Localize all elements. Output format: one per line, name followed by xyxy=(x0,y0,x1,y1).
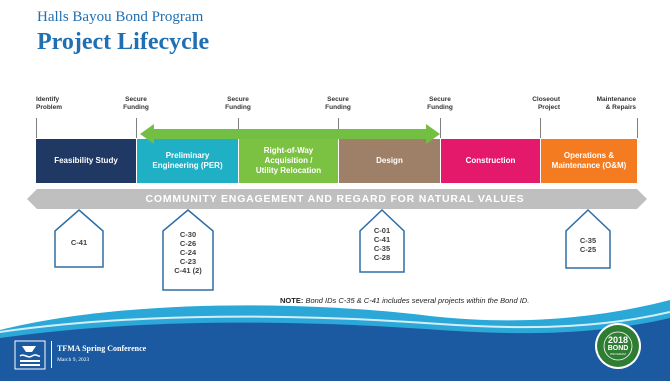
bond-id: C-30 xyxy=(179,230,197,239)
phase-design: Design xyxy=(339,139,440,183)
note-body: Bond IDs C-35 & C-41 includes several pr… xyxy=(305,296,530,305)
seal-year: 2018 xyxy=(607,335,629,345)
phase-construction: Construction xyxy=(441,139,540,183)
bond-id: C-24 xyxy=(179,248,197,257)
bond-id-callout-om: C-35 C-25 xyxy=(565,209,611,269)
bond-id: C-26 xyxy=(179,239,197,248)
bond-id: C-41 xyxy=(373,235,391,244)
note-text: NOTE: Bond IDs C-35 & C-41 includes seve… xyxy=(280,296,529,305)
community-band-label: COMMUNITY ENGAGEMENT AND REGARD FOR NATU… xyxy=(145,193,525,205)
conference-name: TFMA Spring Conference xyxy=(57,344,147,353)
seal-small: PROGRAM xyxy=(610,352,626,356)
bond-program-seal: 2018 BOND PROGRAM xyxy=(594,322,642,370)
bond-id-callout-design: C-01 C-41 C-35 C-28 xyxy=(359,209,405,273)
program-subtitle: Halls Bayou Bond Program xyxy=(37,9,204,25)
seal-word: BOND xyxy=(607,345,629,352)
phase-feasibility-study: Feasibility Study xyxy=(36,139,136,183)
bond-id: C-41 xyxy=(70,238,88,247)
timeline-tick xyxy=(36,118,37,138)
bond-id: C-01 xyxy=(373,226,391,235)
footer-divider xyxy=(51,341,52,368)
conference-date: March 9, 2023 xyxy=(57,357,90,363)
page-title: Project Lifecycle xyxy=(37,29,210,55)
timeline-tick xyxy=(637,118,638,138)
timeline-label-maintenance-repairs: Maintenance& Repairs xyxy=(596,96,636,111)
bond-id: C-28 xyxy=(373,253,391,262)
timeline-tick xyxy=(440,118,441,138)
bond-id: C-23 xyxy=(179,257,197,266)
bond-id: C-41 (2) xyxy=(174,266,202,275)
bond-id-callout-per: C-30 C-26 C-24 C-23 C-41 (2) xyxy=(162,209,214,291)
timeline-tick xyxy=(540,118,541,138)
timeline-tick xyxy=(136,118,137,138)
bond-id: C-25 xyxy=(579,245,597,254)
phase-operations-maintenance: Operations &Maintenance (O&M) xyxy=(541,139,637,183)
note-label: NOTE: xyxy=(280,296,304,305)
bond-id: C-35 xyxy=(579,236,597,245)
bond-id-callout-feasibility: C-41 xyxy=(54,209,104,268)
bond-id: C-35 xyxy=(373,244,391,253)
flood-control-logo xyxy=(14,340,46,370)
